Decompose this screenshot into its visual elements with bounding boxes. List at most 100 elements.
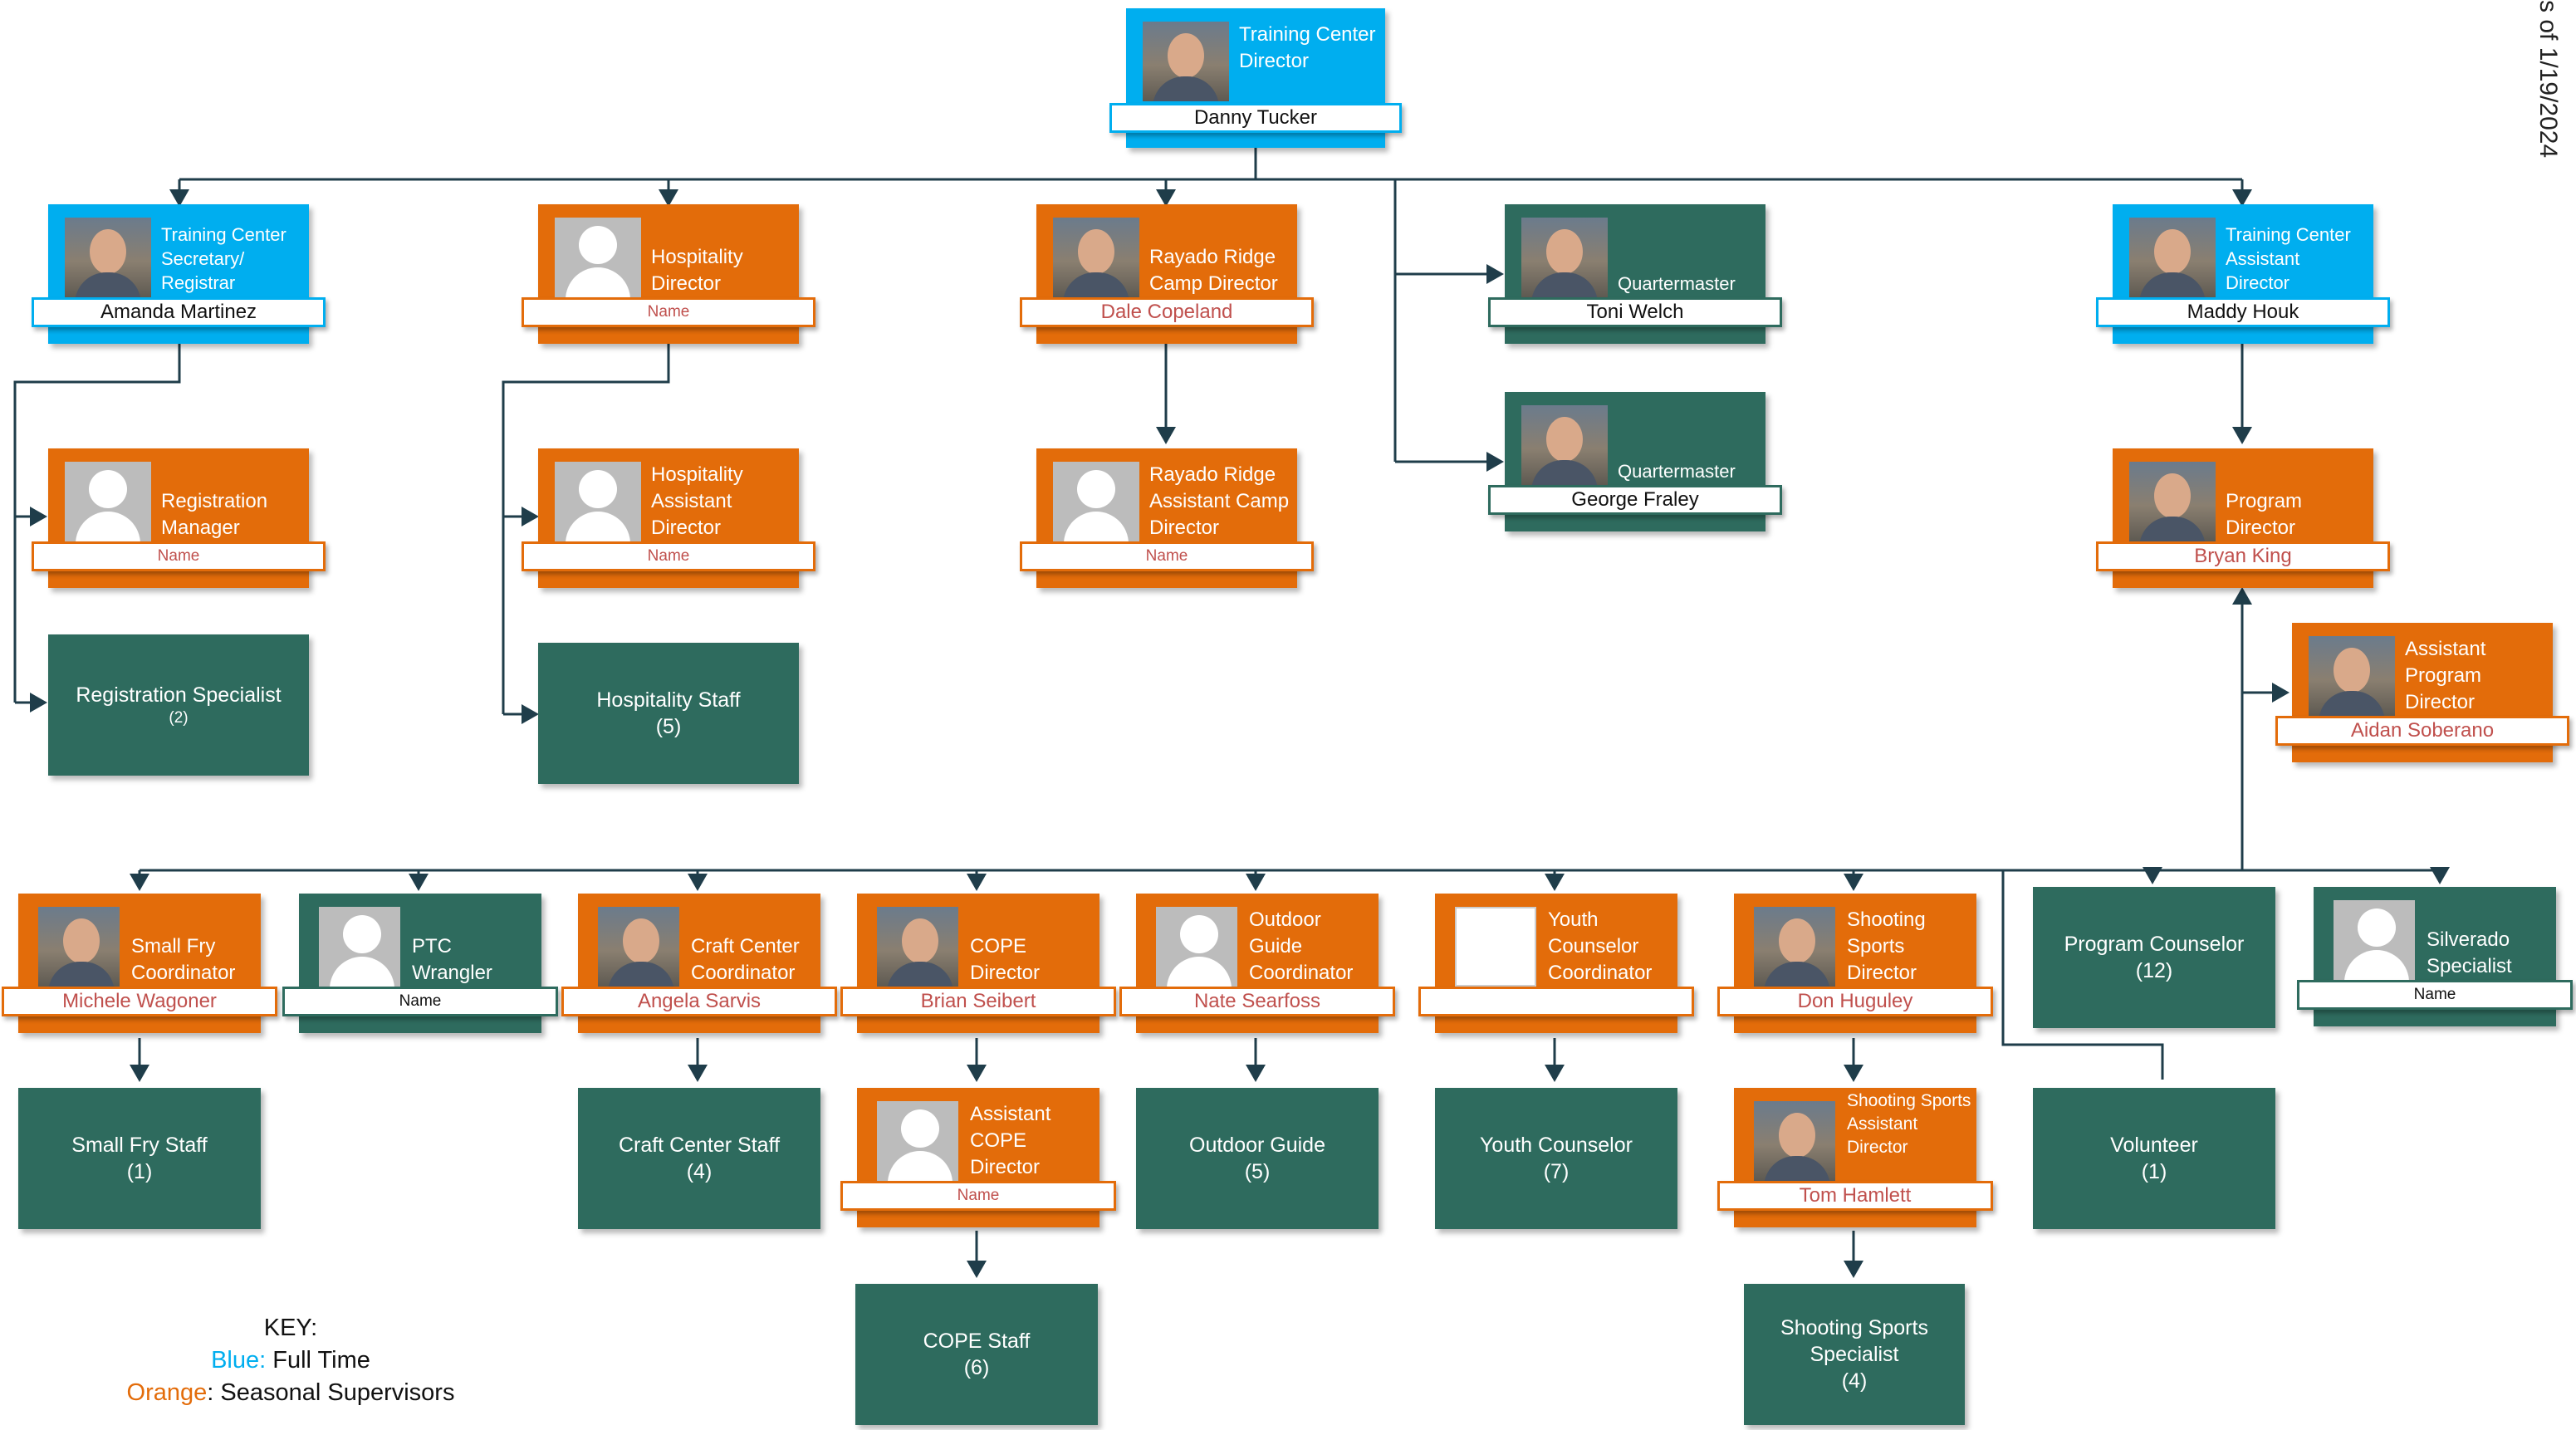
card-name: Maddy Houk [2096, 297, 2390, 327]
card-name: Amanda Martinez [32, 297, 326, 327]
box-label: Volunteer [2110, 1134, 2198, 1157]
card-rayado-ridge-assistant-camp-director: Rayado Ridge Assistant Camp Director Nam… [1020, 448, 1314, 588]
card-youth-counselor-coordinator: Youth Counselor Coordinator [1418, 894, 1694, 1033]
box-count: (7) [1543, 1160, 1570, 1183]
box-small-fry-staff: Small Fry Staff (1) [18, 1088, 261, 1229]
card-title: Quartermaster [1618, 461, 1736, 482]
card-title: Assistant COPE Director [970, 1103, 1051, 1178]
card-quartermaster-george-fraley: Quartermaster George Fraley [1488, 392, 1782, 531]
box-label: Shooting Sports Specialist [1780, 1316, 1928, 1366]
box-label: Registration Specialist [76, 683, 282, 707]
photo-amanda-martinez [65, 218, 151, 297]
photo-brian-seibert [877, 907, 958, 987]
card-name: Name [282, 987, 558, 1016]
card-outdoor-guide-coordinator: Outdoor Guide Coordinator Nate Searfoss [1119, 894, 1395, 1033]
photo-don-huguley [1754, 907, 1835, 987]
card-title: Small Fry Coordinator [131, 935, 236, 984]
card-name: Name [522, 297, 815, 327]
box-count: (12) [2135, 959, 2173, 982]
card-training-center-assistant-director: Training Center Assistant Director Maddy… [2096, 204, 2390, 344]
card-title: Outdoor Guide Coordinator [1249, 908, 1354, 984]
legend-blue-text: Full Time [266, 1347, 370, 1374]
as-of-date: s of 1/19/2024 [2534, 0, 2562, 159]
card-name: Danny Tucker [1109, 103, 1402, 133]
card-title: Training Center Secretary/ Registrar [161, 224, 286, 293]
box-count: (4) [1841, 1369, 1868, 1393]
card-name: Aidan Soberano [2275, 716, 2569, 746]
box-youth-counselor: Youth Counselor (7) [1435, 1088, 1677, 1229]
box-count: (6) [963, 1356, 990, 1379]
card-hospitality-director: Hospitality Director Name [522, 204, 815, 344]
card-name: Name [32, 541, 326, 571]
card-name: Michele Wagoner [2, 987, 277, 1016]
box-label: Craft Center Staff [618, 1134, 781, 1157]
photo-michele-wagoner [38, 907, 120, 987]
box-label: Hospitality Staff [596, 688, 741, 712]
card-shooting-sports-assistant-director: Shooting Sports Assistant Director Tom H… [1717, 1088, 1993, 1227]
card-title: Shooting Sports Assistant Director [1847, 1091, 1971, 1157]
photo-aidan-soberano [2309, 636, 2395, 716]
box-outdoor-guide: Outdoor Guide (5) [1136, 1088, 1379, 1229]
photo-placeholder [1455, 907, 1536, 987]
card-ptc-wrangler: PTC Wrangler Name [282, 894, 558, 1033]
box-label: COPE Staff [923, 1330, 1031, 1353]
card-title: Silverado Specialist [2427, 928, 2512, 977]
card-silverado-specialist: Silverado Specialist Name [2297, 887, 2573, 1026]
card-title: Shooting Sports Director [1847, 908, 1926, 984]
card-name: Dale Copeland [1020, 297, 1314, 327]
photo-placeholder [555, 462, 641, 541]
card-name: Name [1020, 541, 1314, 571]
card-name: Bryan King [2096, 541, 2390, 571]
legend-orange-text: : Seasonal Supervisors [207, 1379, 455, 1406]
card-name: Toni Welch [1488, 297, 1782, 327]
box-label: Small Fry Staff [71, 1134, 208, 1157]
card-name: Nate Searfoss [1119, 987, 1395, 1016]
legend-heading: KEY: [263, 1315, 318, 1341]
card-name: Name [840, 1181, 1116, 1211]
legend-seasonal: Orange: Seasonal Supervisors [116, 1377, 465, 1409]
card-title: PTC Wrangler [412, 935, 492, 984]
box-count: (1) [126, 1160, 153, 1183]
card-assistant-program-director: Assistant Program Director Aidan Soberan… [2275, 623, 2569, 762]
card-title: Training Center Director [1239, 23, 1376, 72]
card-name: Name [2297, 980, 2573, 1010]
box-registration-specialist: Registration Specialist (2) [48, 634, 309, 776]
card-secretary-registrar: Training Center Secretary/ Registrar Ama… [32, 204, 326, 344]
card-program-director: Program Director Bryan King [2096, 448, 2390, 588]
card-title: Program Director [2226, 490, 2303, 539]
card-name [1418, 987, 1694, 1016]
box-cope-staff: COPE Staff (6) [855, 1284, 1098, 1425]
card-rayado-ridge-camp-director: Rayado Ridge Camp Director Dale Copeland [1020, 204, 1314, 344]
photo-placeholder [1156, 907, 1237, 987]
card-training-center-director: Training Center Director Danny Tucker [1109, 8, 1402, 148]
box-count: (4) [686, 1160, 713, 1183]
card-name: Angela Sarvis [561, 987, 837, 1016]
box-program-counselor: Program Counselor (12) [2033, 887, 2275, 1028]
card-title: Rayado Ridge Camp Director [1149, 246, 1278, 295]
card-title: Quartermaster [1618, 273, 1736, 294]
card-assistant-cope-director: Assistant COPE Director Name [840, 1088, 1116, 1227]
box-hospitality-staff: Hospitality Staff (5) [538, 643, 799, 784]
photo-placeholder [877, 1101, 958, 1181]
card-title: Hospitality Assistant Director [651, 463, 743, 539]
photo-placeholder [1053, 462, 1139, 541]
card-name: Brian Seibert [840, 987, 1116, 1016]
photo-placeholder [555, 218, 641, 297]
card-name: Tom Hamlett [1717, 1181, 1993, 1211]
box-count: (5) [655, 715, 682, 738]
photo-toni-welch [1521, 218, 1608, 297]
card-craft-center-coordinator: Craft Center Coordinator Angela Sarvis [561, 894, 837, 1033]
photo-bryan-king [2129, 462, 2216, 541]
card-title: Assistant Program Director [2405, 638, 2486, 713]
box-count: (1) [2141, 1160, 2167, 1183]
box-shooting-sports-specialist: Shooting Sports Specialist (4) [1744, 1284, 1965, 1425]
legend-blue-word: Blue: [211, 1347, 267, 1374]
card-title: COPE Director [970, 935, 1041, 984]
card-name: Name [522, 541, 815, 571]
box-volunteer: Volunteer (1) [2033, 1088, 2275, 1229]
legend-orange-word: Orange [126, 1379, 208, 1406]
card-title: Training Center Assistant Director [2226, 224, 2351, 293]
photo-tom-hamlett [1754, 1101, 1835, 1181]
photo-dale-copeland [1053, 218, 1139, 297]
card-registration-manager: Registration Manager Name [32, 448, 326, 588]
